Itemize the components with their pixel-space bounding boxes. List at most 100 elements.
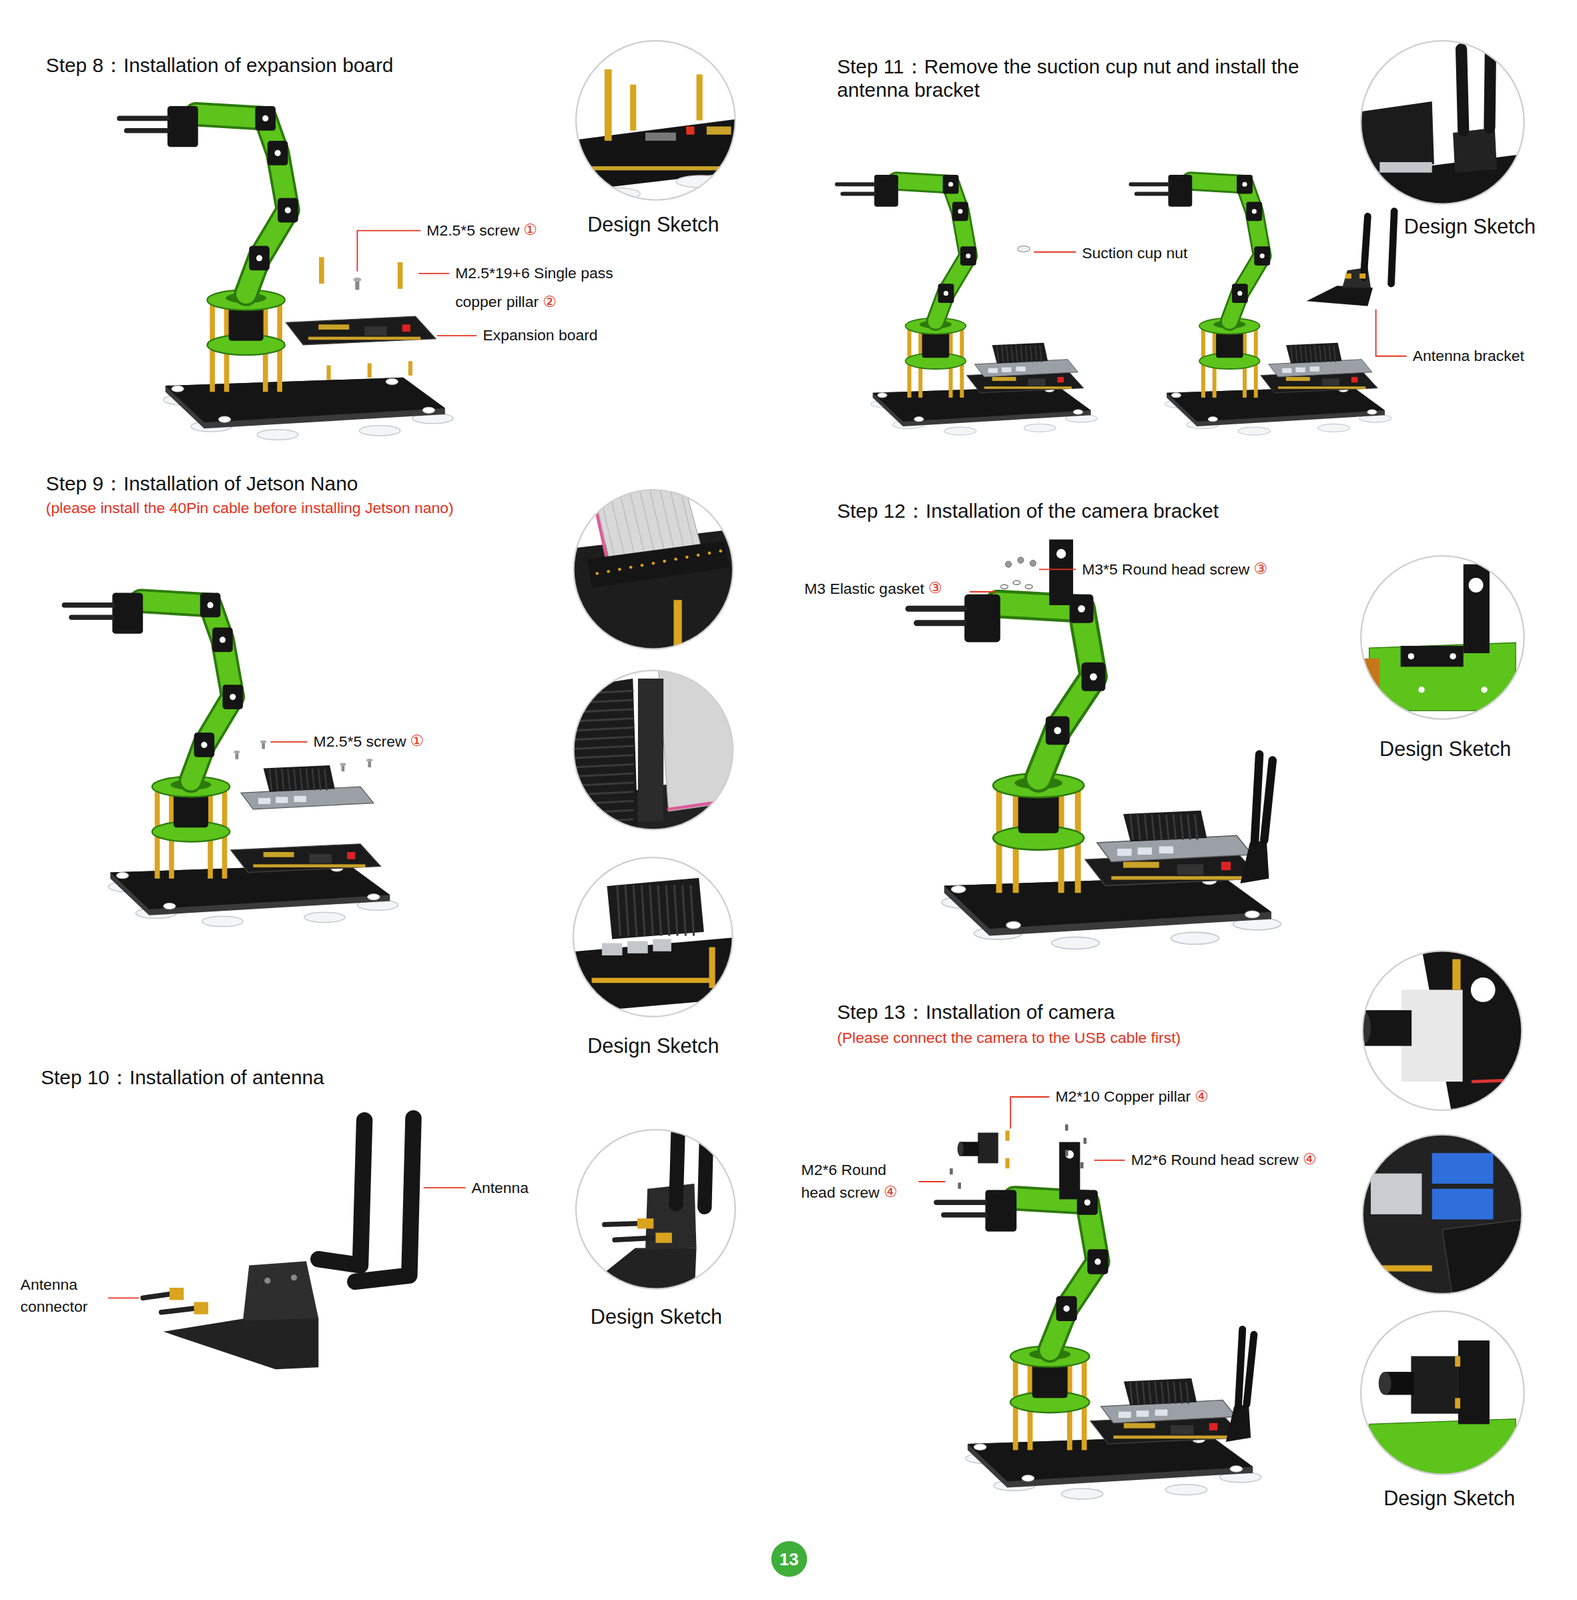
- heatsink-fin: [1035, 345, 1037, 362]
- antenna: [1254, 754, 1260, 843]
- servo: [1231, 283, 1248, 303]
- heatsink-fin: [1155, 1382, 1158, 1404]
- illustration-part: [568, 69, 743, 201]
- foot: [877, 393, 887, 398]
- heatsink-fin: [1300, 345, 1303, 362]
- suction-cup: [1051, 936, 1100, 950]
- part-label: Suction cup nut: [1081, 244, 1188, 263]
- port: [275, 796, 288, 803]
- heatsink-fin: [1180, 815, 1184, 840]
- servo: [937, 283, 954, 303]
- component: [364, 326, 388, 336]
- component: [347, 852, 356, 860]
- pin: [674, 557, 678, 562]
- pin-header: [591, 977, 715, 984]
- camera-bracket: [1059, 1142, 1080, 1200]
- copper-pillar: [1005, 1158, 1010, 1169]
- screw: [353, 277, 362, 282]
- component: [1057, 377, 1064, 383]
- arm-link: [1014, 1198, 1098, 1351]
- heatsink-fin: [571, 819, 634, 823]
- pin-header: [1113, 1436, 1228, 1440]
- arm-link: [896, 180, 968, 322]
- gripper-finger: [908, 605, 965, 612]
- illustration-part: [1358, 564, 1516, 711]
- gripper-finger: [119, 116, 168, 122]
- heatsink-fin: [1021, 345, 1023, 362]
- heatsink-fin: [658, 886, 662, 935]
- port: [1118, 1412, 1132, 1419]
- port: [1015, 366, 1026, 372]
- screw: [1449, 653, 1456, 660]
- sketch-caption: Design Sketch: [1379, 736, 1511, 762]
- port: [653, 938, 673, 952]
- heatsink-fin: [1015, 345, 1018, 362]
- heatsink-fin: [281, 769, 284, 791]
- callout-number: ①: [523, 220, 538, 240]
- camera-lens: [1378, 1372, 1391, 1395]
- page-number: 13: [779, 1550, 799, 1569]
- base-plate: [165, 377, 446, 429]
- part-label: M2*10 Copper pillar: [1055, 1087, 1191, 1107]
- circle-outline: [1360, 556, 1525, 721]
- screw: [948, 182, 954, 187]
- callout-number: ④: [1194, 1087, 1209, 1107]
- sketch-caption: Design Sketch: [1383, 1486, 1515, 1511]
- port: [294, 796, 307, 803]
- heatsink-fin: [1137, 815, 1141, 840]
- heatsink-fin: [1314, 345, 1317, 362]
- screw: [1418, 687, 1425, 694]
- port: [1310, 366, 1320, 372]
- sketch-caption: Design Sketch: [587, 1033, 719, 1059]
- heatsink-fin: [1130, 815, 1134, 840]
- board: [566, 936, 741, 1014]
- servo: [267, 140, 289, 166]
- antenna-connector: [169, 1288, 184, 1301]
- step-title: Step 12：Installation of the camera brack…: [836, 499, 1219, 524]
- callout-number: ③: [928, 579, 943, 598]
- screw: [260, 740, 267, 745]
- antenna-connector: [614, 1237, 656, 1240]
- screw: [207, 601, 214, 608]
- heatsink-fin: [300, 769, 303, 791]
- heatsink-fin: [1305, 345, 1307, 362]
- jetson-board: [1097, 835, 1253, 862]
- suction-cup: [944, 427, 977, 436]
- leader-line: [108, 1297, 139, 1299]
- robot-arm: [119, 106, 454, 440]
- pin: [640, 563, 645, 568]
- circle-outline: [1360, 40, 1525, 205]
- component: [1170, 1425, 1194, 1435]
- antenna: [1237, 1329, 1242, 1407]
- leader-line: [423, 1187, 466, 1189]
- part-label: Antenna: [471, 1179, 529, 1198]
- arm-link: [140, 601, 233, 781]
- arm-link: [1368, 1419, 1515, 1477]
- illustration-part: [566, 482, 741, 657]
- step-title: Step 10：Installation of antenna: [40, 1065, 325, 1090]
- base-plate: [165, 377, 446, 423]
- circle-outline: [573, 489, 734, 650]
- foot: [1367, 409, 1377, 415]
- port: [1295, 367, 1305, 373]
- antenna: [355, 1118, 414, 1283]
- camera-lens: [957, 1141, 964, 1156]
- copper-pillar: [1454, 1398, 1461, 1410]
- suction-cup: [1237, 427, 1271, 436]
- gripper-finger: [936, 1199, 986, 1206]
- leader-line: [918, 1181, 945, 1183]
- robot-arm: [64, 593, 398, 927]
- heatsink: [1286, 343, 1343, 364]
- servo: [1400, 646, 1463, 667]
- heatsink-fin: [318, 769, 321, 791]
- screw: [943, 290, 949, 296]
- arm-link: [140, 601, 233, 781]
- pin: [685, 555, 689, 560]
- pin-header: [984, 386, 1072, 390]
- copper-pillar: [603, 69, 612, 141]
- leader-line: [1094, 1159, 1126, 1162]
- photo-circle: [566, 482, 741, 657]
- foot: [367, 894, 380, 901]
- servo: [1055, 1296, 1077, 1322]
- pin-header: [706, 126, 731, 135]
